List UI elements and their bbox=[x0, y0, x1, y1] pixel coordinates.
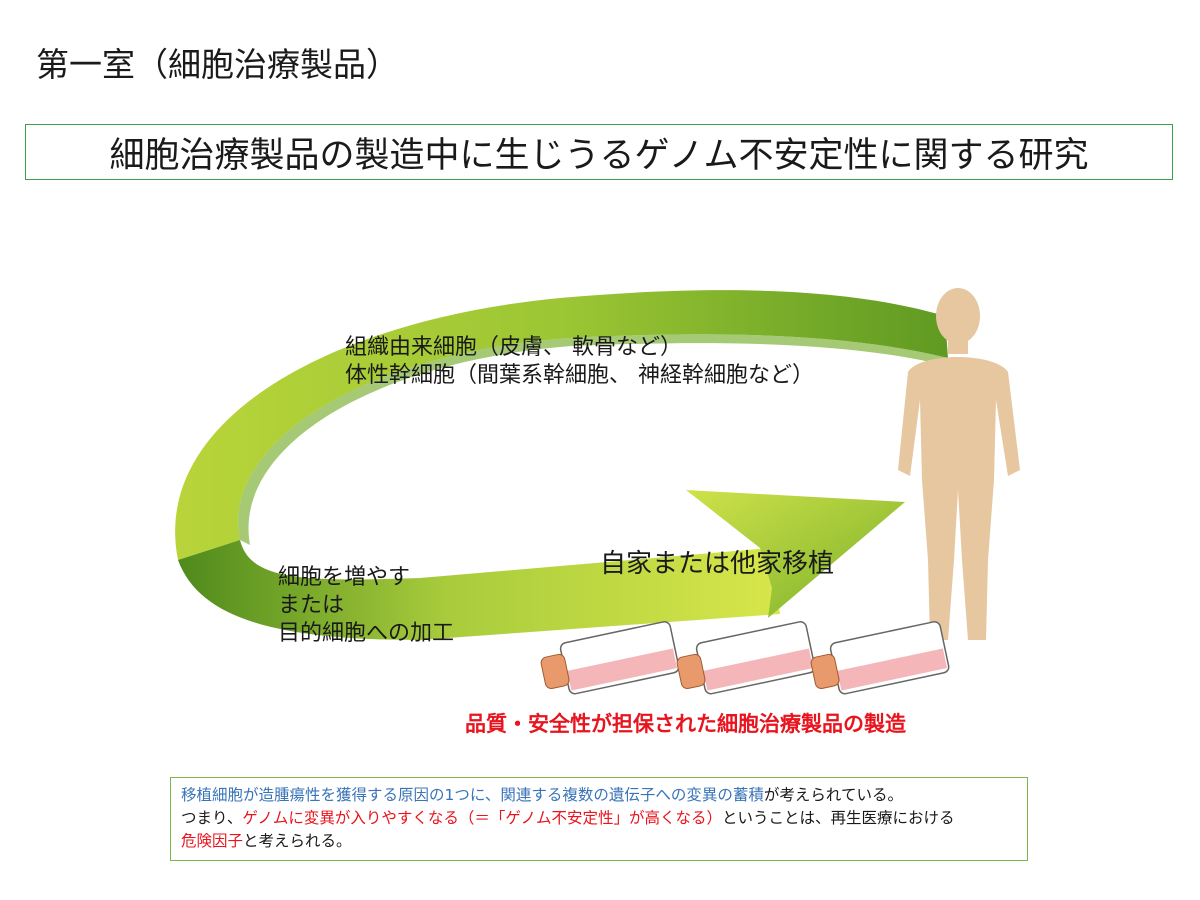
note-box: 移植細胞が造腫瘍性を獲得する原因の1つに、関連する複数の遺伝子への変異の蓄積が考… bbox=[170, 777, 1028, 861]
note-line-1: 移植細胞が造腫瘍性を獲得する原因の1つに、関連する複数の遺伝子への変異の蓄積が考… bbox=[181, 784, 1017, 807]
process-line: 細胞を増やす bbox=[278, 564, 454, 592]
cell-source-line: 体性幹細胞（間葉系幹細胞、 神経幹細胞など） bbox=[345, 362, 814, 390]
culture-flask-icon bbox=[538, 621, 950, 700]
note-emphasis-red: 危険因子 bbox=[181, 832, 243, 850]
process-line: または bbox=[278, 592, 454, 620]
cell-source-labels: 組織由来細胞（皮膚、 軟骨など） 体性幹細胞（間葉系幹細胞、 神経幹細胞など） bbox=[345, 334, 814, 390]
transplant-label: 自家または他家移植 bbox=[600, 543, 834, 580]
cell-source-line: 組織由来細胞（皮膚、 軟骨など） bbox=[345, 334, 814, 362]
note-text: つまり、 bbox=[181, 809, 242, 827]
note-line-3: 危険因子と考えられる。 bbox=[181, 830, 1017, 853]
note-text: が考えられている。 bbox=[764, 786, 903, 804]
note-text: と考えられる。 bbox=[243, 832, 352, 850]
note-emphasis-blue: 移植細胞が造腫瘍性を獲得する原因の1つに、関連する複数の遺伝子への変異の蓄積 bbox=[181, 786, 764, 804]
note-line-2: つまり、ゲノムに変異が入りやすくなる（＝「ゲノム不安定性」が高くなる）ということ… bbox=[181, 807, 1017, 830]
process-labels: 細胞を増やす または 目的細胞への加工 bbox=[278, 564, 454, 648]
process-line: 目的細胞への加工 bbox=[278, 620, 454, 648]
quality-label: 品質・安全性が担保された細胞治療製品の製造 bbox=[465, 708, 906, 738]
note-text: ということは、再生医療における bbox=[722, 809, 955, 827]
note-emphasis-red: ゲノムに変異が入りやすくなる（＝「ゲノム不安定性」が高くなる） bbox=[242, 809, 722, 827]
